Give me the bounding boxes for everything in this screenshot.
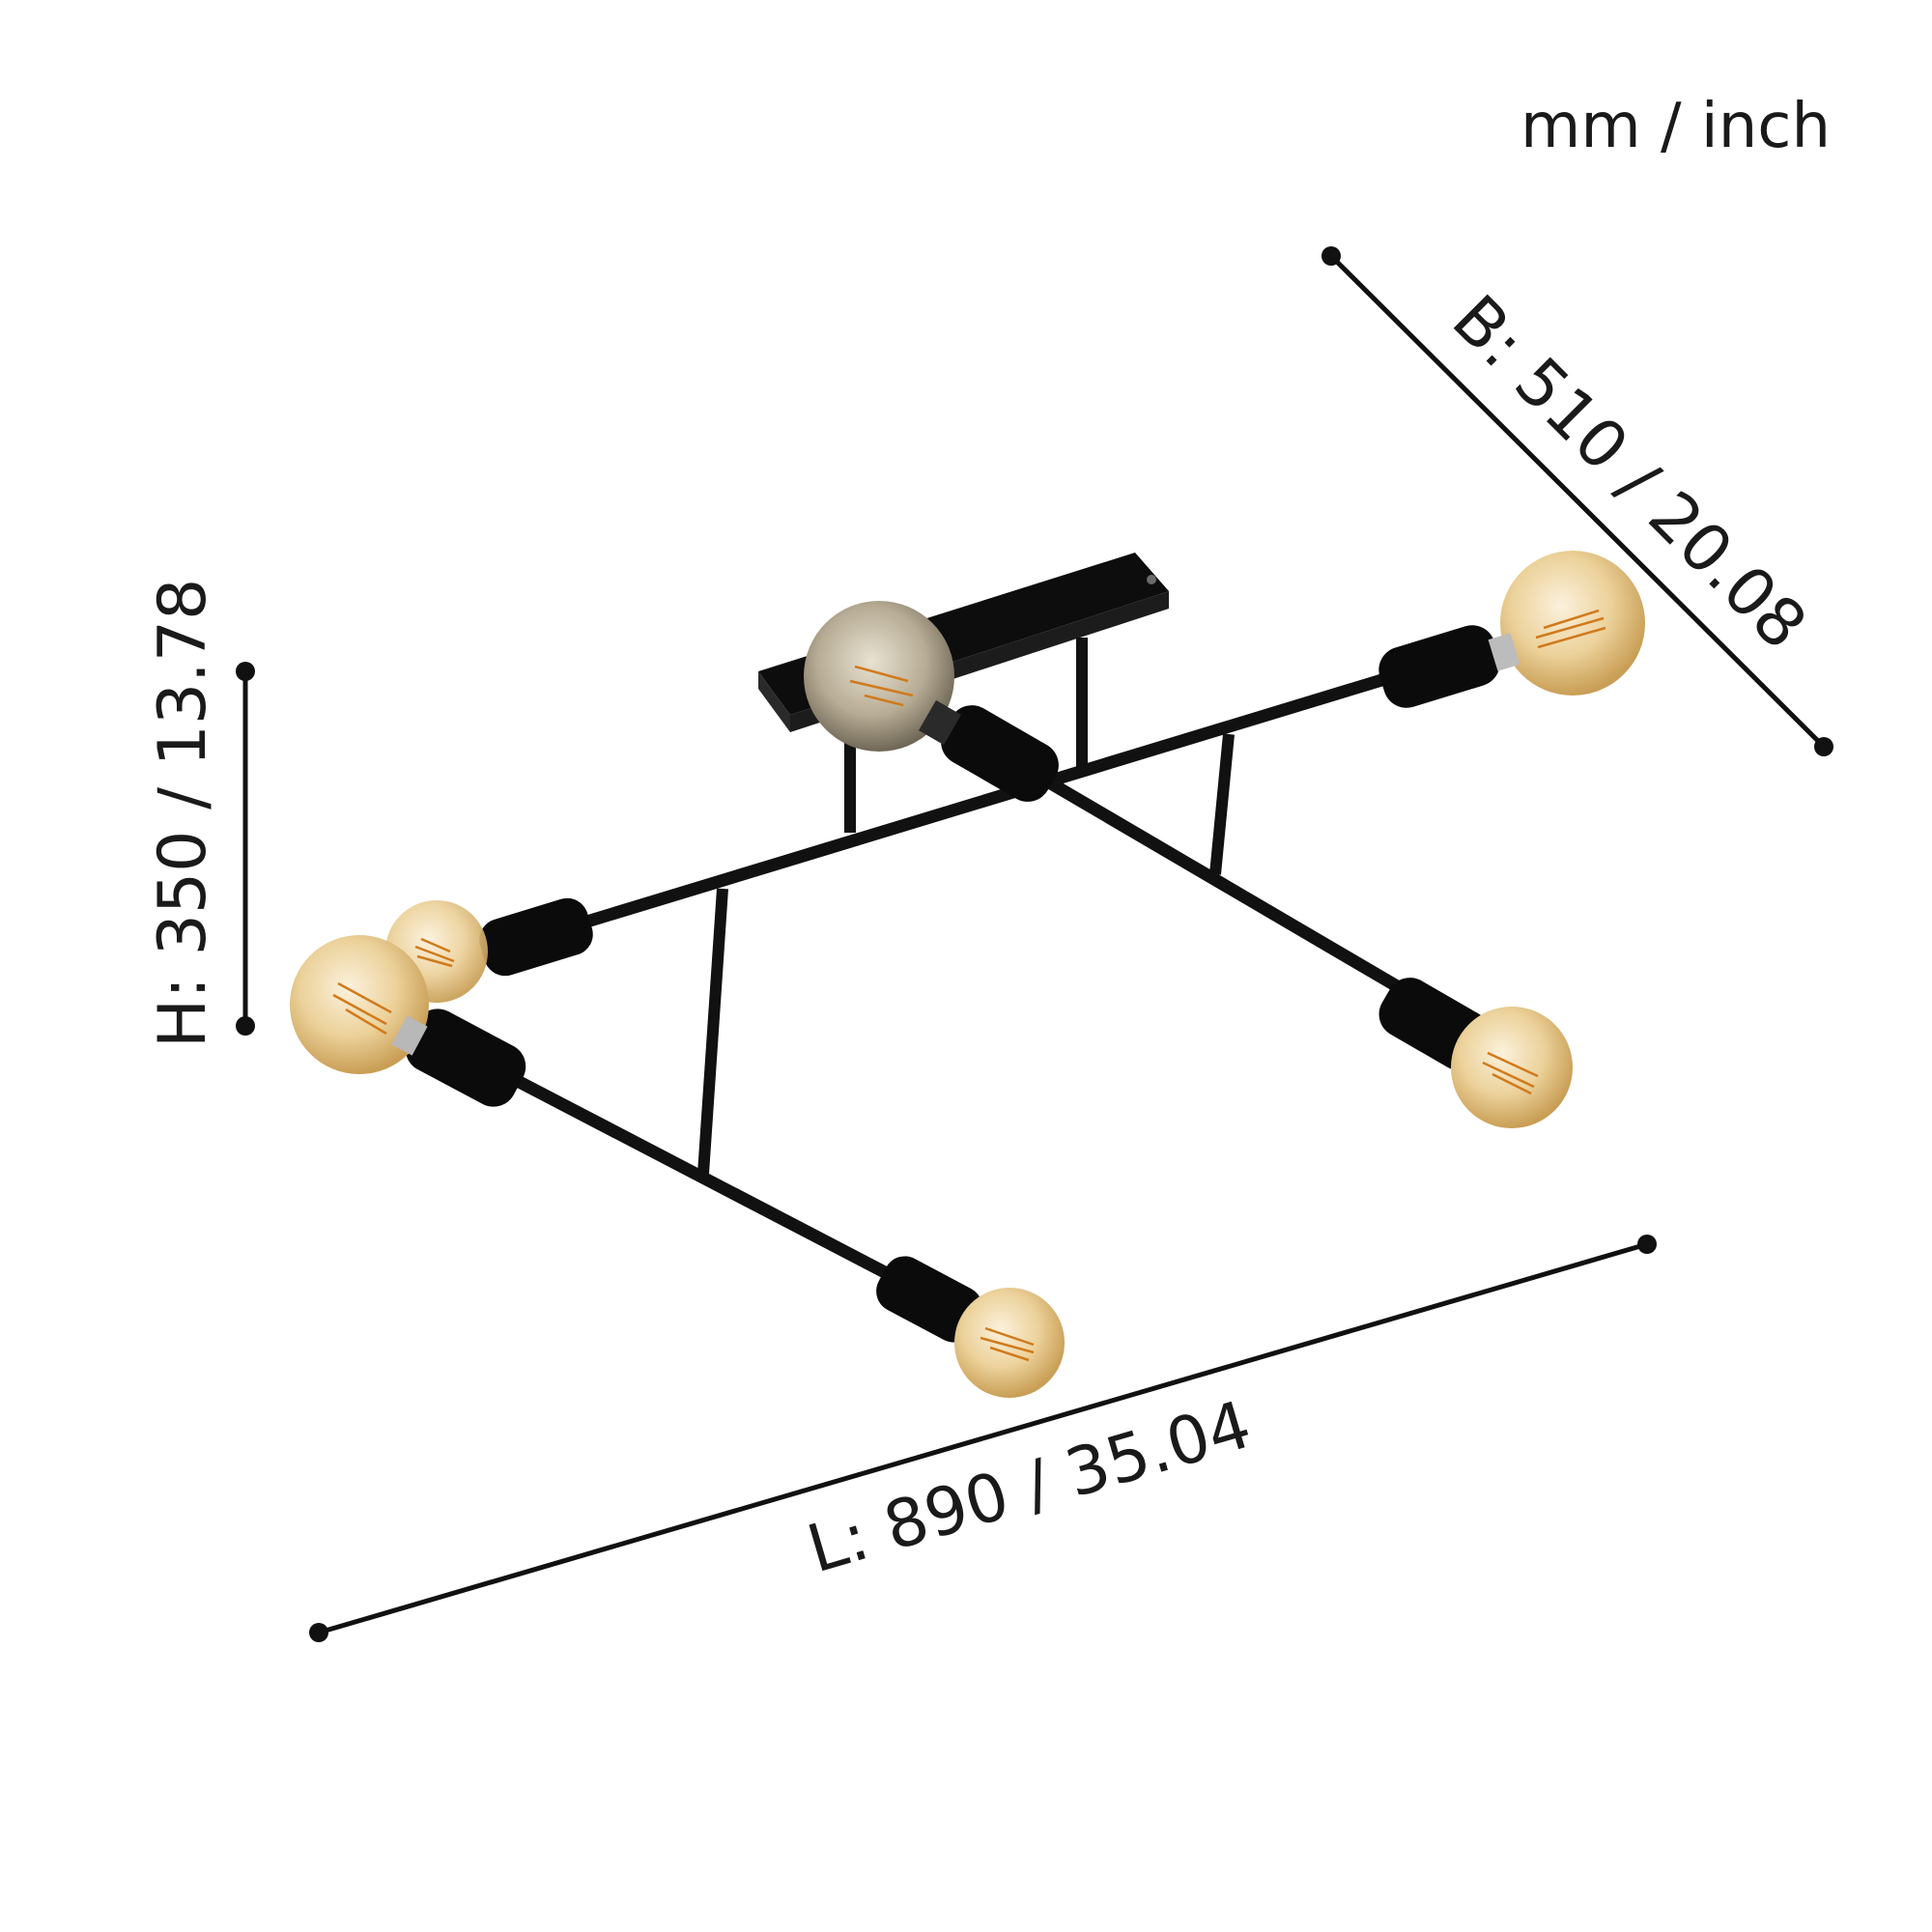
units-label: mm / inch: [1520, 91, 1831, 162]
socket: [1378, 625, 1500, 708]
height-dimension: H: 350 / 13.78: [145, 579, 255, 1048]
height-label: H: 350 / 13.78: [145, 579, 221, 1048]
support-rod: [697, 888, 728, 1175]
socket: [479, 897, 593, 977]
arm-diagonal: [996, 748, 1424, 1006]
ceiling-light-fixture: [290, 551, 1645, 1398]
bulb-back-center: [804, 601, 961, 752]
socket: [941, 705, 1059, 802]
socket: [405, 1009, 526, 1107]
bulb-front-bottom: [954, 1288, 1065, 1398]
length-label: L: 890 / 35.04: [800, 1387, 1260, 1589]
bulb-front-left: [290, 935, 429, 1074]
arm-long: [534, 665, 1412, 944]
bulb-back-right: [1488, 551, 1645, 696]
arm-lower: [460, 1047, 931, 1300]
socket: [876, 1256, 982, 1343]
bulb-front-right: [1451, 1007, 1573, 1128]
support-rod: [1209, 733, 1235, 875]
